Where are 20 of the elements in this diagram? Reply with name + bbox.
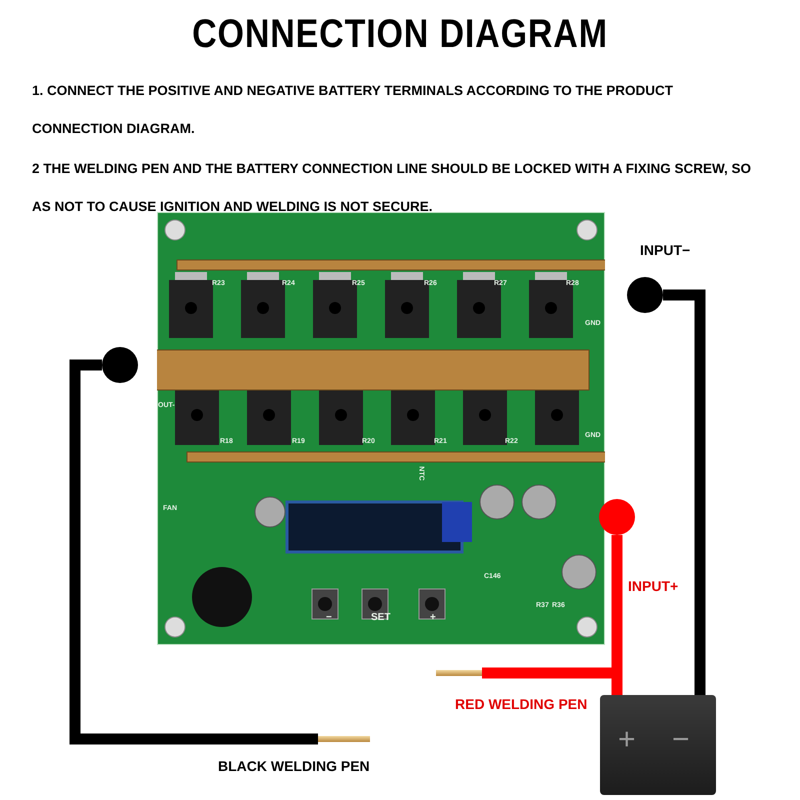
instruction-text: 1. CONNECT THE POSITIVE AND NEGATIVE BATTERY TERMINALS ACCORDING TO THE PRODUCT CONNECTION DIAGRAM. [32, 82, 674, 138]
wire [70, 360, 318, 744]
terminal-dot [102, 347, 138, 383]
terminal-dot [627, 277, 663, 313]
battery-terminal-sign: − [672, 723, 690, 757]
title: CONNECTION DIAGRAM [191, 12, 609, 57]
silkscreen-label: − [326, 612, 332, 623]
wire-label: BLACK WELDING PEN [218, 758, 370, 774]
silkscreen-label: + [430, 612, 436, 623]
battery-drawing [600, 695, 716, 795]
wire-label: INPUT+ [628, 578, 678, 594]
instruction-text: 2 THE WELDING PEN AND THE BATTERY CONNECTION LINE SHOULD BE LOCKED WITH A FIXING SCREW, SO AS NOT TO CAUSE IGNITION AND WELDING IS NOT SECURE. [32, 160, 752, 216]
terminal-dot [599, 499, 635, 535]
battery-terminal-sign: + [618, 723, 636, 757]
silkscreen-label: SET [371, 612, 390, 623]
wire-label: RED WELDING PEN [455, 696, 588, 712]
wire-label: INPUT− [640, 242, 690, 258]
circuit-board-drawing [157, 212, 605, 645]
welding-pen-tip [318, 736, 370, 742]
welding-pen-tip [436, 670, 482, 676]
